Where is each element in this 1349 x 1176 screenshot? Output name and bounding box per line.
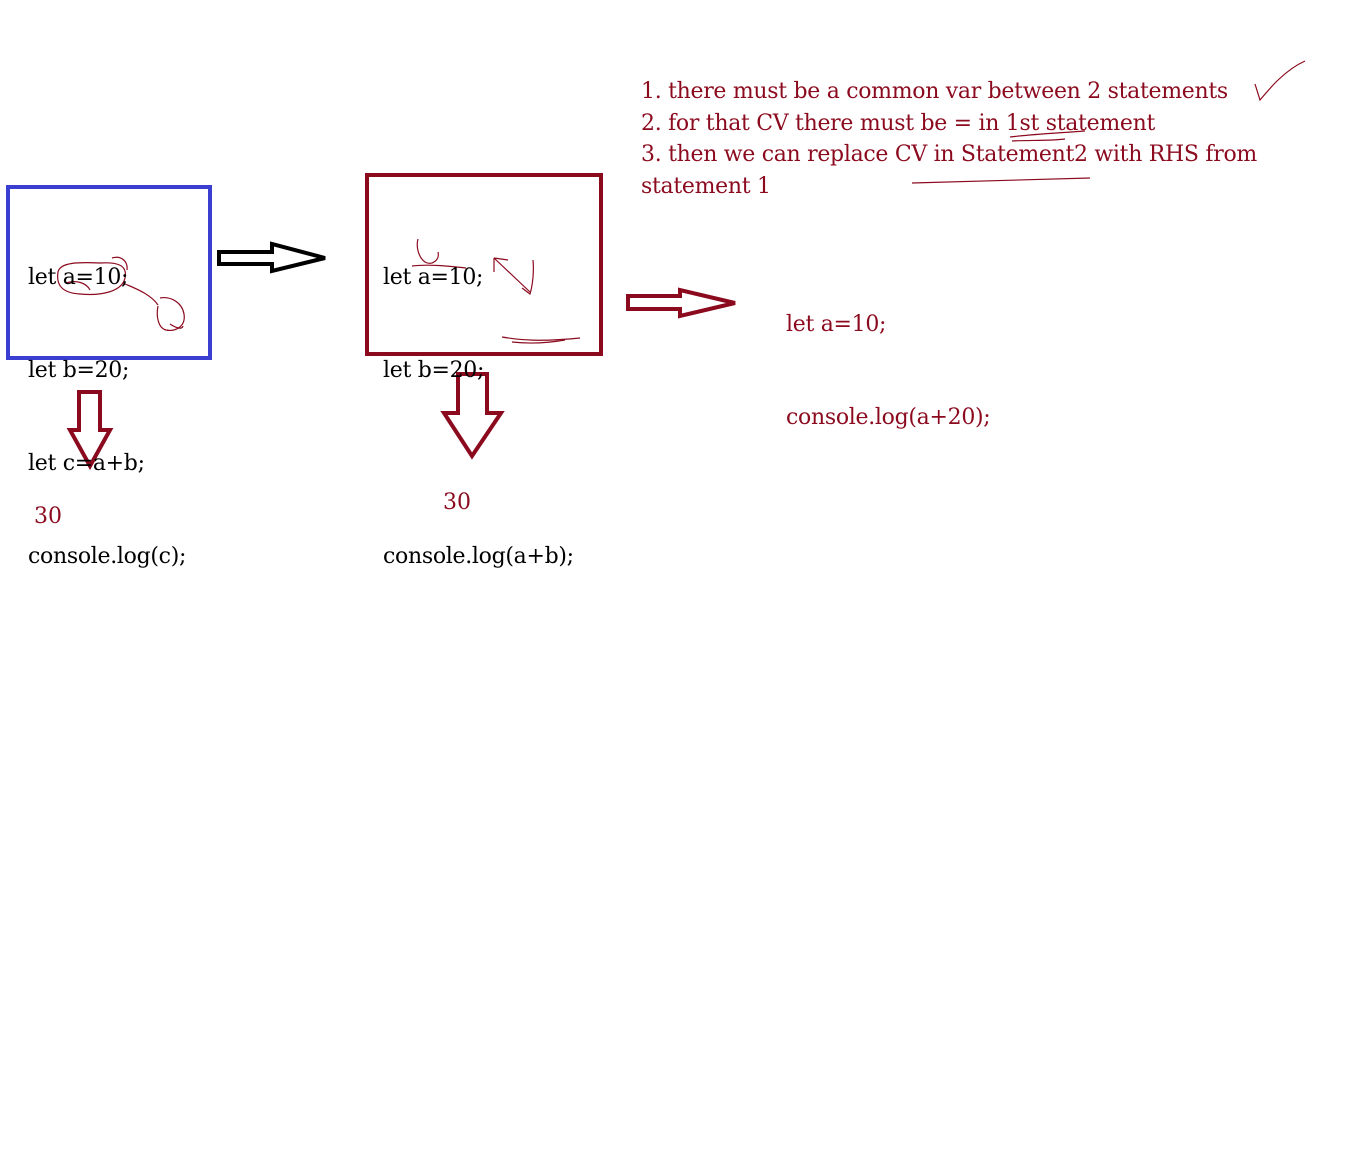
checkmark <box>1254 60 1306 102</box>
underline-1st-statement <box>1009 130 1086 138</box>
underline-rhs <box>911 177 1091 184</box>
box1-line-3: let c=a+b; <box>28 451 145 476</box>
simplified-code: let a=10; console.log(a+20); <box>786 247 991 495</box>
box1-border <box>6 185 212 360</box>
result-middle: 30 <box>443 490 471 515</box>
note-2: 2. for that CV there must be = in 1st st… <box>641 110 1156 136</box>
right-arrow-black <box>217 241 326 274</box>
box2-line-1: let a=10; <box>383 265 484 290</box>
box2-line-2: let b=20; <box>383 358 485 383</box>
right-arrow-red <box>626 287 736 319</box>
notes-handwriting <box>911 60 1306 184</box>
simplified-line-2: console.log(a+20); <box>786 405 991 430</box>
box1-line-4: console.log(c); <box>28 544 187 569</box>
box2-line-3 <box>383 448 574 479</box>
down-arrow-middle <box>440 372 505 460</box>
box2-code: let a=10; let b=20; console.log(a+b); <box>383 200 574 634</box>
box1-code: let a=10; let b=20; let c=a+b; console.l… <box>28 200 186 634</box>
simplified-line-1: let a=10; <box>786 312 887 337</box>
rules-notes: 1. there must be a common var between 2 … <box>641 76 1341 202</box>
box2-border <box>365 173 603 356</box>
result-left: 30 <box>34 504 62 529</box>
box1-line-2: let b=20; <box>28 358 130 383</box>
box2-line-4: console.log(a+b); <box>383 544 574 569</box>
box2-handwriting <box>411 238 581 344</box>
note-3: 3. then we can replace CV in Statement2 … <box>641 142 1257 199</box>
box1-handwriting <box>57 256 185 331</box>
down-arrow-left <box>66 390 114 471</box>
note-1: 1. there must be a common var between 2 … <box>641 79 1228 104</box>
box1-line-1: let a=10; <box>28 265 129 290</box>
